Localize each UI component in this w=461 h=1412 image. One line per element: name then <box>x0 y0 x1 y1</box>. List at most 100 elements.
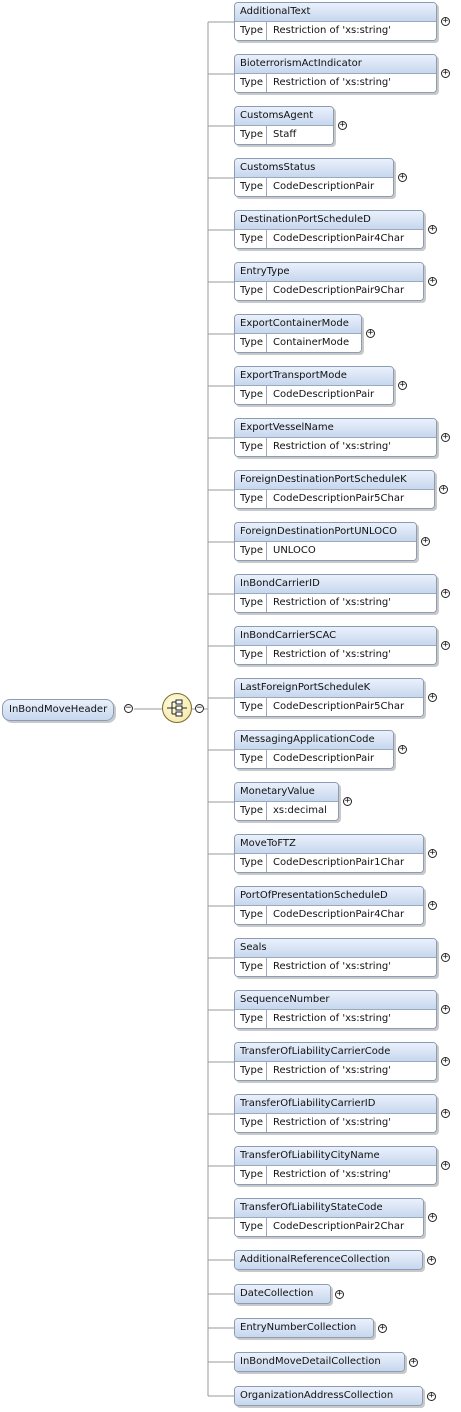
expand-icon[interactable]: + <box>398 380 407 390</box>
element-name: ForeignDestinationPortScheduleK <box>235 471 434 489</box>
expand-icon[interactable]: + <box>427 1391 436 1401</box>
expand-icon[interactable]: + <box>441 588 450 598</box>
type-value: Restriction of 'xs:string' <box>273 441 392 452</box>
element-name: MessagingApplicationCode <box>235 731 393 749</box>
expand-icon[interactable]: + <box>428 224 437 234</box>
element-name: ExportTransportMode <box>235 367 393 385</box>
type-label: Type <box>235 1166 267 1184</box>
element-node[interactable]: OrganizationAddressCollection <box>234 1386 423 1406</box>
expand-icon[interactable]: + <box>428 692 437 702</box>
element-node[interactable]: InBondMoveDetailCollection <box>234 1352 405 1372</box>
root-element-node[interactable]: InBondMoveHeader <box>2 699 115 721</box>
expand-icon[interactable]: + <box>409 1357 418 1367</box>
expand-icon[interactable]: + <box>441 952 450 962</box>
expand-icon[interactable]: + <box>335 1289 344 1299</box>
expand-icon[interactable]: + <box>366 328 375 338</box>
type-value: xs:decimal <box>273 805 327 816</box>
expand-icon[interactable]: + <box>441 68 450 78</box>
element-name: CustomsAgent <box>235 107 333 125</box>
element-node[interactable]: EntryNumberCollection <box>234 1318 374 1338</box>
type-label: Type <box>235 1062 267 1080</box>
element-name: TransferOfLiabilityCityName <box>235 1147 436 1165</box>
expand-icon[interactable]: + <box>343 796 352 806</box>
expand-icon[interactable]: + <box>441 640 450 650</box>
expand-icon[interactable]: + <box>398 744 407 754</box>
type-label: Type <box>235 386 267 404</box>
expand-icon[interactable]: + <box>338 120 347 130</box>
expand-icon[interactable]: + <box>398 172 407 182</box>
expand-icon[interactable]: + <box>378 1323 387 1333</box>
element-name: ExportContainerMode <box>235 315 361 333</box>
type-label: Type <box>235 74 267 92</box>
expand-icon[interactable]: + <box>421 536 430 546</box>
sequence-collapse-icon[interactable]: − <box>195 703 204 713</box>
expand-icon[interactable]: + <box>441 1056 450 1066</box>
expand-icon[interactable]: + <box>441 1160 450 1170</box>
element-name: InBondCarrierID <box>235 575 436 593</box>
expand-icon[interactable]: + <box>441 1004 450 1014</box>
element-name: Seals <box>235 939 436 957</box>
element-name: InBondMoveDetailCollection <box>235 1353 404 1371</box>
element-name: SequenceNumber <box>235 991 436 1009</box>
element-name: CustomsStatus <box>235 159 393 177</box>
element-name: AdditionalReferenceCollection <box>235 1251 422 1269</box>
sequence-compositor-icon[interactable] <box>162 693 192 723</box>
element-name: LastForeignPortScheduleK <box>235 679 423 697</box>
element-name: EntryType <box>235 263 423 281</box>
expand-icon[interactable]: + <box>441 1108 450 1118</box>
type-label: Type <box>235 1010 267 1028</box>
expand-icon[interactable]: + <box>439 484 448 494</box>
expand-icon[interactable]: + <box>428 900 437 910</box>
expand-icon[interactable]: + <box>428 848 437 858</box>
type-value: CodeDescriptionPair <box>273 753 375 764</box>
expand-icon[interactable]: + <box>427 1255 436 1265</box>
element-name: DateCollection <box>235 1285 330 1303</box>
root-collapse-icon[interactable]: − <box>124 703 133 713</box>
element-node[interactable]: AdditionalReferenceCollection <box>234 1250 423 1270</box>
element-name: DestinationPortScheduleD <box>235 211 423 229</box>
element-node[interactable]: DateCollection <box>234 1284 331 1304</box>
expand-icon[interactable]: + <box>441 432 450 442</box>
type-value: CodeDescriptionPair9Char <box>273 285 405 296</box>
expand-icon[interactable]: + <box>428 276 437 286</box>
element-name: MoveToFTZ <box>235 835 423 853</box>
expand-icon[interactable]: + <box>441 16 450 26</box>
type-label: Type <box>235 126 267 144</box>
expand-icon[interactable]: + <box>428 1212 437 1222</box>
type-value: CodeDescriptionPair4Char <box>273 909 405 920</box>
